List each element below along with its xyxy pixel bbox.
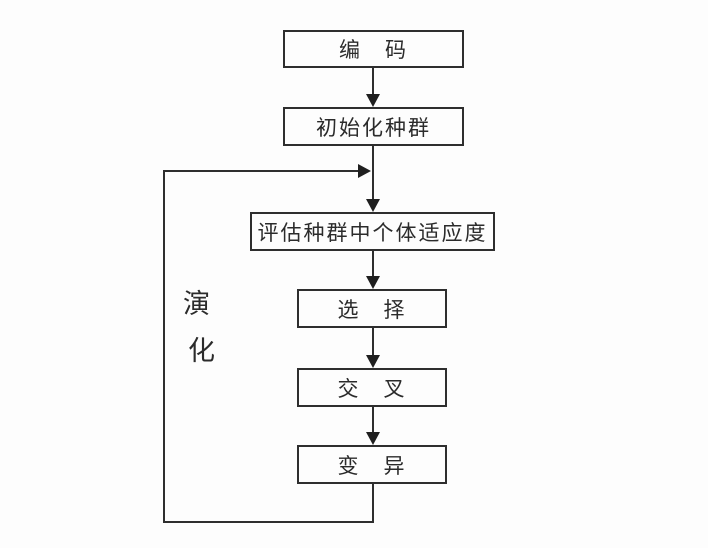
feedback-loop-down-segment — [372, 484, 374, 523]
edge-crossover-to-mutation-line — [372, 407, 374, 433]
flow-node-encode: 编 码 — [283, 30, 464, 68]
flow-node-crossover: 交 叉 — [297, 368, 447, 407]
edge-encode-to-init-line — [372, 68, 374, 96]
flow-node-init-population: 初始化种群 — [283, 107, 464, 146]
flow-node-mutation: 变 异 — [297, 445, 447, 484]
feedback-loop-top-segment — [163, 170, 360, 172]
edge-crossover-to-mutation-arrowhead-icon — [366, 432, 380, 445]
feedback-loop-left-segment — [163, 170, 165, 523]
feedback-loop-bottom-segment — [163, 521, 374, 523]
edge-selection-to-crossover-arrowhead-icon — [366, 355, 380, 368]
edge-encode-to-init-arrowhead-icon — [366, 94, 380, 107]
flow-node-selection: 选 择 — [297, 289, 447, 328]
edge-evaluate-to-selection-arrowhead-icon — [366, 276, 380, 289]
feedback-loop-label: 演 化 — [183, 281, 215, 375]
edge-evaluate-to-selection-line — [372, 251, 374, 278]
feedback-loop-arrowhead-icon — [358, 164, 371, 178]
flow-node-evaluate-fitness: 评估种群中个体适应度 — [250, 212, 495, 251]
edge-init-to-evaluate-arrowhead-icon — [366, 199, 380, 212]
loop-label-char-1: 演 — [183, 289, 210, 320]
loop-label-char-2: 化 — [188, 336, 215, 367]
edge-init-to-evaluate-line — [372, 146, 374, 200]
edge-selection-to-crossover-line — [372, 328, 374, 356]
